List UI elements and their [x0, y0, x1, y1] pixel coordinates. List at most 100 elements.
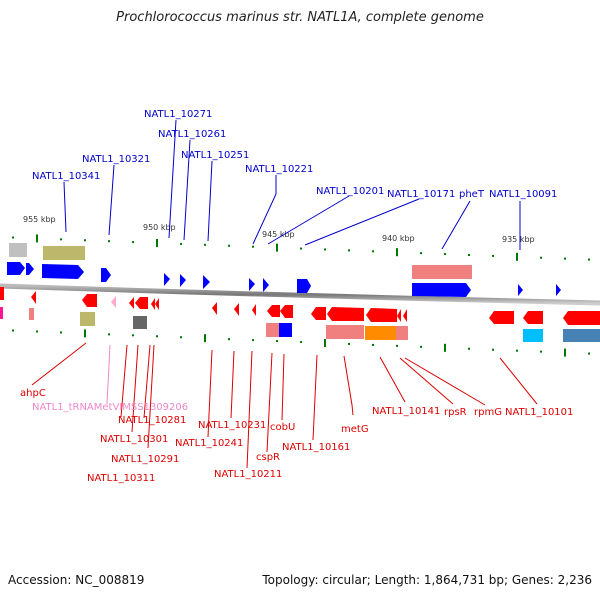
scale-ticks-top [12, 234, 590, 261]
gene-arrow-forward[interactable] [101, 268, 111, 282]
gene-label[interactable]: NATL1_10261 [158, 129, 226, 140]
gene-arrow-reverse[interactable] [403, 309, 407, 322]
gene-arrow-forward[interactable] [249, 278, 255, 291]
major-tick [564, 348, 566, 357]
gene-label[interactable]: NATL1_10291 [111, 454, 179, 465]
gene-arrow-reverse[interactable] [489, 311, 514, 324]
gene-arrow-forward[interactable] [518, 284, 523, 296]
gene-arrow-forward[interactable] [7, 262, 25, 275]
gene-arrow-forward[interactable] [42, 264, 84, 279]
feature-rna[interactable] [326, 325, 364, 339]
minor-tick [468, 253, 470, 256]
feature-rna[interactable] [29, 308, 34, 320]
gene-label[interactable]: NATL1_10141 [372, 406, 440, 417]
gene-label[interactable]: NATL1_10251 [181, 150, 249, 161]
gene-label[interactable]: NATL1_10091 [489, 189, 557, 200]
gene-arrow-reverse[interactable] [151, 298, 155, 310]
gene-arrow-forward[interactable] [556, 284, 561, 296]
gene-label[interactable]: NATL1_10161 [282, 442, 350, 453]
feature-cyan[interactable] [523, 329, 543, 342]
minor-tick [252, 339, 254, 342]
gene-arrow-reverse[interactable] [327, 307, 364, 321]
accession-text: Accession: NC_008819 [8, 573, 145, 587]
gene-arrow-reverse[interactable] [397, 309, 401, 322]
scale-label: 955 kbp [23, 215, 56, 224]
feature-rna[interactable] [396, 326, 408, 340]
feature-magenta[interactable] [0, 307, 3, 319]
minor-tick [300, 341, 302, 344]
feature-steelblue[interactable] [563, 329, 600, 342]
gene-label[interactable]: NATL1_10271 [144, 109, 212, 120]
minor-tick [276, 340, 278, 343]
minor-tick [372, 250, 374, 253]
gene-arrow-forward[interactable] [412, 283, 471, 297]
gene-label[interactable]: NATL1_10341 [32, 171, 100, 182]
gene-label[interactable]: NATL1_10311 [87, 473, 155, 484]
genome-backbone [0, 283, 600, 306]
reverse-leader-lines [31, 342, 538, 469]
forward-genes [7, 243, 561, 297]
minor-tick [60, 331, 62, 334]
feature-gray[interactable] [9, 243, 27, 257]
feature-rna[interactable] [412, 265, 472, 279]
major-tick [324, 339, 326, 347]
gene-arrow-forward[interactable] [263, 278, 269, 292]
gene-label[interactable]: NATL1_10221 [245, 164, 313, 175]
feature-orange[interactable] [365, 326, 396, 340]
gene-label[interactable]: rpmG [474, 407, 502, 418]
gene-label[interactable]: NATL1_10101 [505, 407, 573, 418]
gene-arrow-reverse[interactable] [252, 304, 256, 316]
gene-label[interactable]: NATL1_10281 [118, 415, 186, 426]
gene-arrow-reverse[interactable] [111, 296, 116, 308]
minor-tick [420, 252, 422, 255]
gene-label[interactable]: rpsR [444, 407, 467, 418]
gene-arrow-reverse[interactable] [563, 311, 600, 325]
gene-arrow-forward[interactable] [180, 274, 186, 287]
feature-darkgray[interactable] [133, 316, 147, 329]
gene-label[interactable]: cobU [270, 422, 295, 433]
feature-khaki[interactable] [80, 312, 95, 326]
gene-label[interactable]: NATL1_10211 [214, 469, 282, 480]
minor-tick [228, 338, 230, 341]
feature-khaki[interactable] [43, 246, 85, 260]
gene-arrow-reverse[interactable] [155, 298, 159, 310]
gene-arrow-reverse[interactable] [234, 303, 239, 316]
minor-tick [108, 240, 110, 243]
minor-tick [108, 333, 110, 336]
feature-blue[interactable] [279, 323, 292, 337]
gene-arrow-reverse[interactable] [82, 294, 97, 307]
minor-tick [516, 349, 518, 352]
gene-arrow-reverse[interactable] [0, 287, 4, 300]
gene-label[interactable]: NATL1_10321 [82, 154, 150, 165]
gene-arrow-reverse[interactable] [31, 291, 36, 304]
gene-label[interactable]: NATL1_tRNAMetVIMSS1309206 [32, 402, 188, 413]
forward-leader-lines [63, 119, 521, 250]
gene-arrow-reverse[interactable] [129, 297, 134, 309]
gene-arrow-reverse[interactable] [212, 302, 217, 315]
gene-label[interactable]: ahpC [20, 388, 46, 399]
minor-tick [204, 243, 206, 246]
gene-arrow-forward[interactable] [203, 275, 210, 289]
gene-label[interactable]: metG [341, 424, 369, 435]
gene-label[interactable]: pheT [459, 189, 485, 200]
gene-arrow-forward[interactable] [164, 273, 170, 286]
gene-arrow-forward[interactable] [297, 279, 311, 293]
gene-arrow-reverse[interactable] [523, 311, 543, 324]
gene-arrow-reverse[interactable] [267, 305, 280, 317]
gene-label[interactable]: NATL1_10301 [100, 434, 168, 445]
gene-arrow-reverse[interactable] [280, 305, 293, 318]
scale-label: 945 kbp [262, 230, 295, 239]
trna-leader-line [106, 344, 111, 405]
feature-rna[interactable] [266, 323, 279, 337]
gene-arrow-reverse[interactable] [311, 307, 326, 320]
gene-label[interactable]: NATL1_10231 [198, 420, 266, 431]
gene-label[interactable]: NATL1_10201 [316, 186, 384, 197]
minor-tick [588, 352, 590, 355]
gene-arrow-reverse[interactable] [135, 297, 148, 309]
gene-arrow-reverse[interactable] [366, 308, 397, 322]
gene-label[interactable]: cspR [256, 452, 280, 463]
gene-label[interactable]: NATL1_10241 [175, 438, 243, 449]
gene-label[interactable]: NATL1_10171 [387, 189, 455, 200]
minor-tick [492, 254, 494, 257]
gene-arrow-forward[interactable] [26, 263, 34, 275]
